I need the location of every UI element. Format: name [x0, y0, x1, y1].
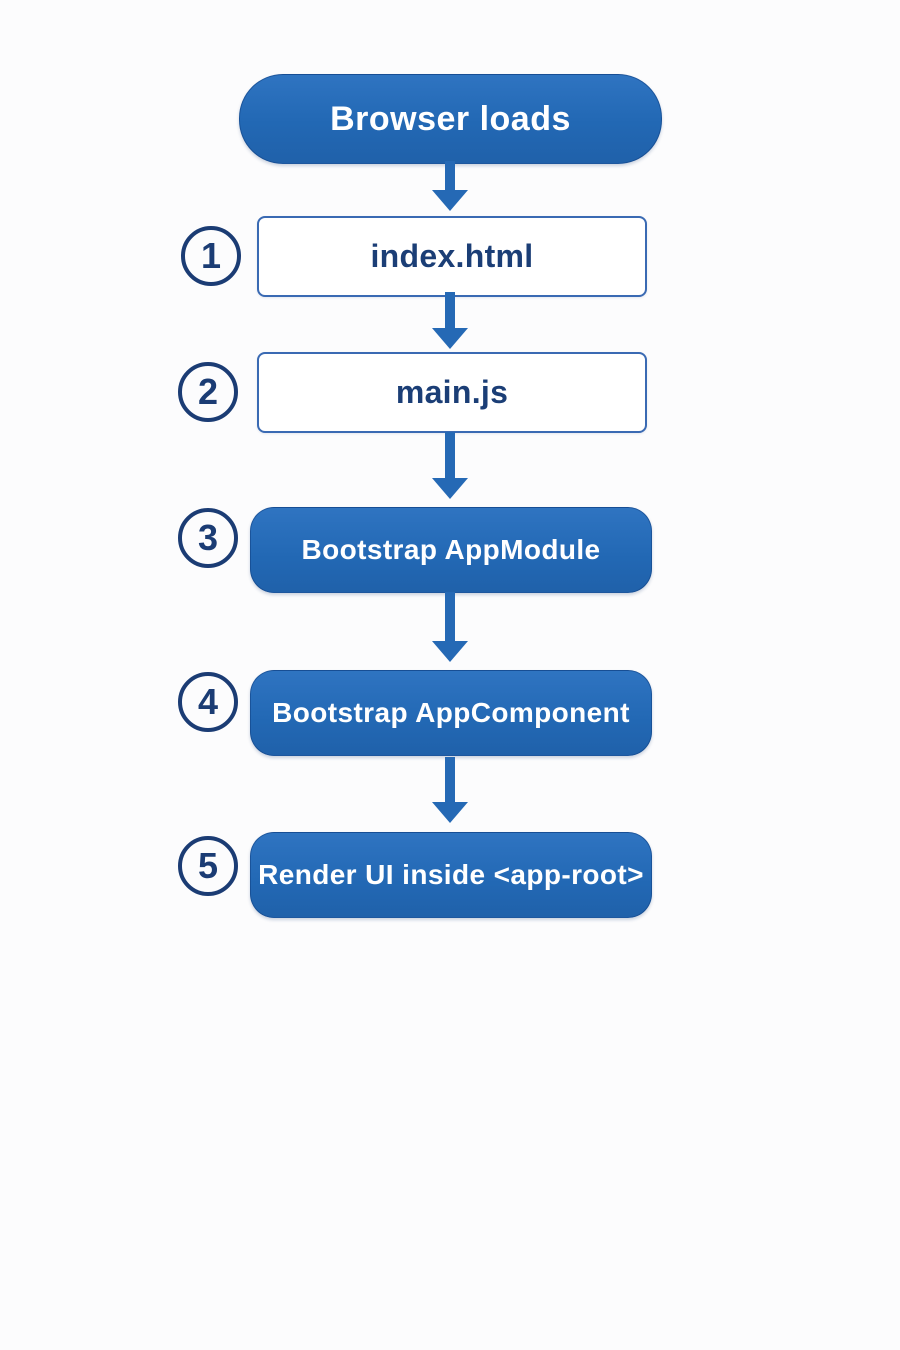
- step-number-badge-3: 3: [178, 508, 238, 568]
- step-node-index-html: index.html: [257, 216, 647, 297]
- arrow-stem: [445, 432, 455, 478]
- arrow-stem: [445, 161, 455, 190]
- step-node-label: Bootstrap AppComponent: [272, 697, 630, 728]
- arrow-head: [432, 328, 468, 349]
- step-node-label: index.html: [370, 238, 534, 274]
- down-arrow-icon: [432, 161, 468, 211]
- step-number-label: 1: [200, 235, 222, 276]
- step-number-label: 3: [197, 517, 219, 558]
- arrow-stem: [445, 592, 455, 641]
- step-number-badge-4: 4: [178, 672, 238, 732]
- step-node-bootstrap-appmodule: Bootstrap AppModule: [250, 507, 652, 593]
- down-arrow-icon: [432, 592, 468, 662]
- down-arrow-icon: [432, 432, 468, 499]
- step-node-bootstrap-appcomponent: Bootstrap AppComponent: [250, 670, 652, 756]
- step-number-badge-2: 2: [178, 362, 238, 422]
- step-node-main-js: main.js: [257, 352, 647, 433]
- step-node-label: Bootstrap AppModule: [301, 534, 601, 565]
- arrow-stem: [445, 757, 455, 802]
- down-arrow-icon: [432, 757, 468, 823]
- arrow-head: [432, 190, 468, 211]
- step-number-label: 2: [197, 371, 219, 412]
- down-arrow-icon: [432, 292, 468, 349]
- arrow-head: [432, 641, 468, 662]
- arrow-stem: [445, 292, 455, 328]
- step-number-badge-1: 1: [181, 226, 241, 286]
- step-node-label: main.js: [395, 374, 509, 410]
- start-node-label: Browser loads: [330, 99, 571, 138]
- step-node-label: Render UI inside <app-root>: [258, 859, 644, 890]
- step-number-label: 5: [197, 845, 219, 886]
- step-number-label: 4: [197, 681, 219, 722]
- arrow-head: [432, 478, 468, 499]
- step-number-badge-5: 5: [178, 836, 238, 896]
- step-node-render-ui-app-root: Render UI inside <app-root>: [250, 832, 652, 918]
- start-node-browser-loads: Browser loads: [239, 74, 662, 164]
- arrow-head: [432, 802, 468, 823]
